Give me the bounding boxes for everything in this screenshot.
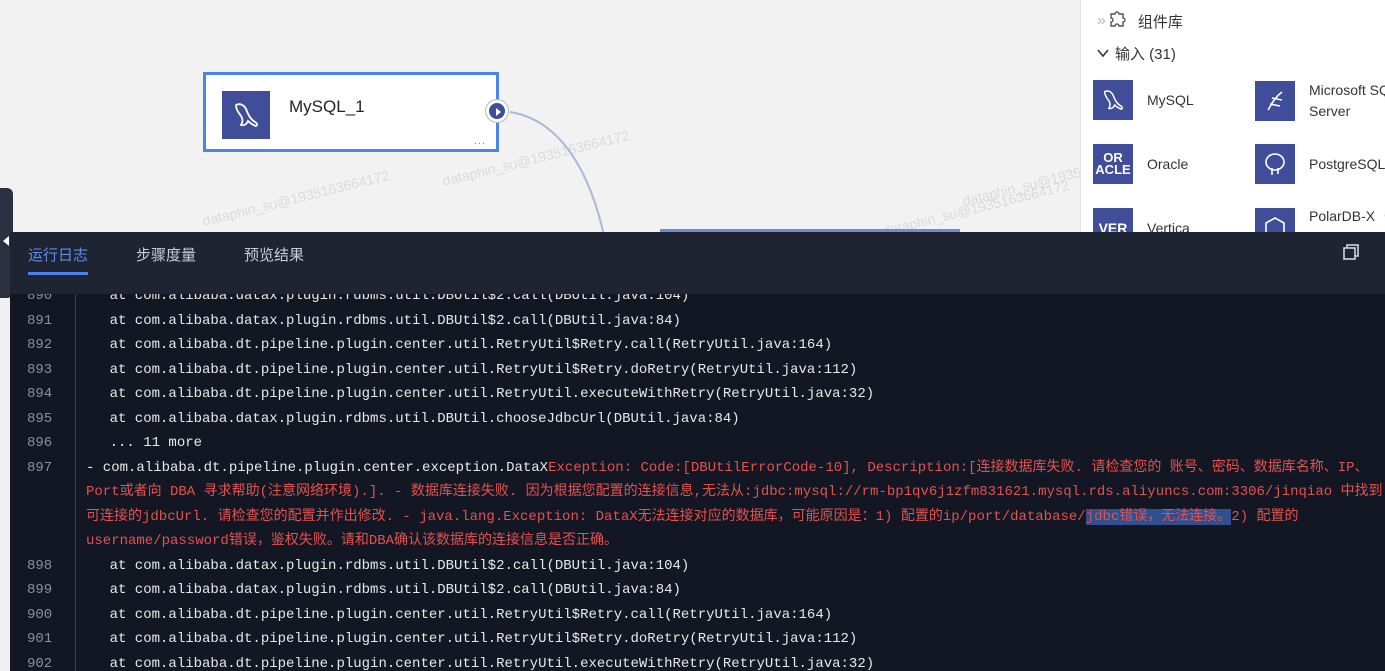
panel-collapse-handle[interactable] (0, 188, 13, 298)
log-line: 899 at com.alibaba.datax.plugin.rdbms.ut… (10, 578, 1385, 603)
log-text: at com.alibaba.datax.plugin.rdbms.util.D… (76, 557, 690, 574)
postgresql-elephant-icon (1255, 144, 1295, 184)
oracle-icon: OR ACLE (1093, 144, 1133, 184)
restore-window-icon (1343, 244, 1359, 260)
mysql-dolphin-icon (1093, 80, 1133, 120)
node-edge-strip (660, 229, 960, 233)
line-number: 901 (10, 627, 76, 652)
sqlserver-icon (1255, 81, 1295, 121)
input-section-toggle[interactable]: 输入 (31) (1097, 42, 1176, 64)
mysql-node[interactable]: MySQL_1 ... (203, 72, 508, 152)
log-line: 895 at com.alibaba.datax.plugin.rdbms.ut… (10, 406, 1385, 431)
line-number: 891 (10, 308, 76, 333)
line-number: 893 (10, 357, 76, 382)
log-line: 901 at com.alibaba.dt.pipeline.plugin.ce… (10, 627, 1385, 652)
line-number: 897 (10, 455, 76, 554)
tab-preview-results[interactable]: 预览结果 (244, 247, 305, 264)
restore-window-button[interactable] (1343, 244, 1361, 262)
log-text: at com.alibaba.dt.pipeline.plugin.center… (76, 655, 875, 671)
component-sqlserver[interactable]: Microsoft SQL Server (1255, 80, 1385, 122)
library-title: 组件库 (1137, 13, 1183, 31)
tab-step-metrics[interactable]: 步骤度量 (136, 247, 197, 264)
line-number: 898 (10, 553, 76, 578)
error-message-tail: 2) 配置的username/password错误，鉴权失败。请和DBA确认该数… (86, 508, 1299, 550)
log-line: 890 at com.alibaba.datax.plugin.rdbms.ut… (10, 294, 1385, 309)
component-postgresql[interactable]: PostgreSQL (1255, 144, 1385, 184)
tab-run-log[interactable]: 运行日志 (28, 244, 89, 275)
node-more-button[interactable]: ... (473, 135, 486, 147)
line-number: 899 (10, 578, 76, 603)
pipeline-canvas[interactable]: dataphin_su@1935163664172 dataphin_su@19… (0, 0, 1080, 240)
component-library: » 组件库 输入 (31) MySQL Microsoft SQL Server… (1080, 0, 1385, 240)
log-text: at com.alibaba.dt.pipeline.plugin.center… (76, 606, 833, 623)
node-output-port[interactable] (486, 100, 508, 122)
log-text: at com.alibaba.datax.plugin.rdbms.util.D… (76, 312, 681, 329)
log-line: 902 at com.alibaba.dt.pipeline.plugin.ce… (10, 651, 1385, 671)
line-number: 894 (10, 382, 76, 407)
error-message: Exception: Code:[DBUtilErrorCode-10], De… (86, 459, 1383, 525)
log-line: 900 at com.alibaba.dt.pipeline.plugin.ce… (10, 602, 1385, 627)
component-label: PolarDB-X（ (1309, 208, 1385, 224)
log-line: 892 at com.alibaba.dt.pipeline.plugin.ce… (10, 333, 1385, 358)
line-number: 892 (10, 333, 76, 358)
line-number: 900 (10, 602, 76, 627)
component-label: PostgreSQL (1309, 155, 1385, 172)
log-line: 894 at com.alibaba.dt.pipeline.plugin.ce… (10, 382, 1385, 407)
log-text: ... 11 more (76, 435, 203, 451)
line-number: 895 (10, 406, 76, 431)
log-line: 896 ... 11 more (10, 431, 1385, 456)
puzzle-icon (1106, 8, 1128, 35)
connection-edge[interactable] (0, 0, 1080, 240)
collapse-arrow-icon (3, 236, 9, 246)
selected-text: jdbc错误，无法连接。 (1085, 508, 1232, 525)
error-text: - com.alibaba.dt.pipeline.plugin.center.… (76, 456, 1385, 554)
log-line: 893 at com.alibaba.dt.pipeline.plugin.ce… (10, 357, 1385, 382)
log-text: at com.alibaba.datax.plugin.rdbms.util.D… (76, 410, 740, 427)
log-text: at com.alibaba.dt.pipeline.plugin.center… (76, 337, 833, 353)
component-label: Microsoft SQL Server (1309, 82, 1385, 119)
panel-tabs: 运行日志 步骤度量 预览结果 (10, 232, 1385, 294)
log-line: 891 at com.alibaba.datax.plugin.rdbms.ut… (10, 308, 1385, 333)
input-section-label: 输入 (31) (1115, 45, 1176, 63)
library-header: » 组件库 (1097, 10, 1183, 32)
node-label: MySQL_1 (289, 97, 365, 116)
log-text: at com.alibaba.datax.plugin.rdbms.util.D… (76, 582, 681, 598)
component-label: Oracle (1147, 155, 1189, 172)
component-label: MySQL (1147, 91, 1194, 108)
log-text: at com.alibaba.dt.pipeline.plugin.center… (76, 361, 858, 378)
log-text: at com.alibaba.dt.pipeline.plugin.center… (76, 386, 875, 402)
component-label: Vertica (1147, 219, 1190, 236)
line-number: 890 (10, 294, 76, 309)
log-line-error: 897 - com.alibaba.dt.pipeline.plugin.cen… (10, 455, 1385, 554)
component-mysql[interactable]: MySQL (1093, 80, 1194, 120)
log-panel: 运行日志 步骤度量 预览结果 890 at com.alibaba.datax.… (10, 232, 1385, 671)
error-prefix: - com.alibaba.dt.pipeline.plugin.center.… (86, 459, 549, 476)
line-number: 896 (10, 431, 76, 456)
component-oracle[interactable]: OR ACLE Oracle (1093, 144, 1188, 184)
mysql-dolphin-icon (222, 91, 270, 139)
line-number: 902 (10, 651, 76, 671)
log-text: at com.alibaba.datax.plugin.rdbms.util.D… (76, 294, 690, 304)
chevron-down-icon (1097, 49, 1109, 58)
log-content[interactable]: 890 at com.alibaba.datax.plugin.rdbms.ut… (10, 294, 1385, 671)
log-line: 898 at com.alibaba.datax.plugin.rdbms.ut… (10, 553, 1385, 578)
log-text: at com.alibaba.dt.pipeline.plugin.center… (76, 631, 858, 647)
collapse-chevron-icon[interactable]: » (1097, 12, 1106, 29)
